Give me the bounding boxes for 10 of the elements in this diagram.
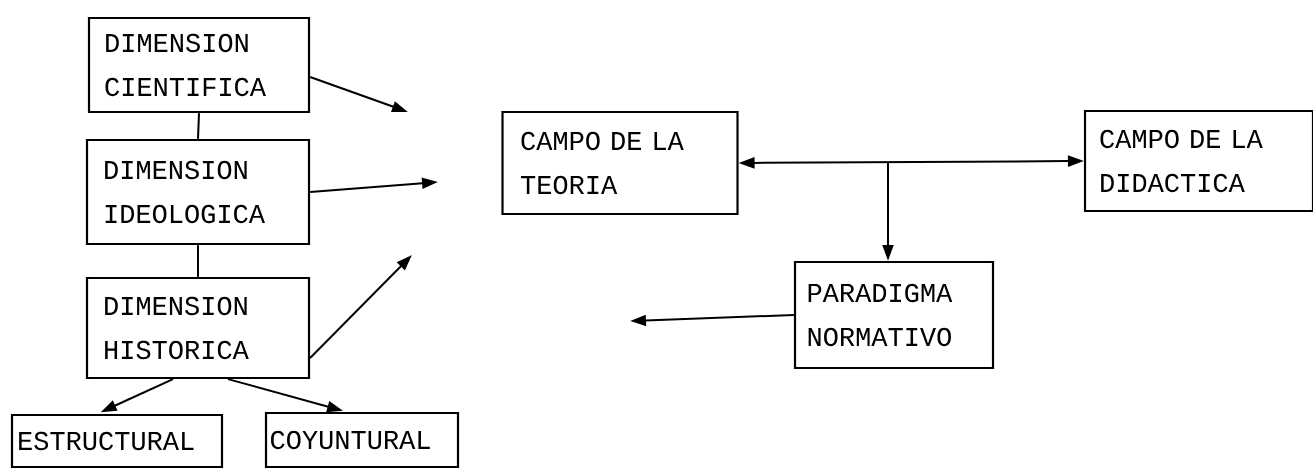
text-box: CAMPO DE LA DIDACTICA (1083, 109, 1313, 213)
connector-line (197, 244, 199, 278)
text-box: PARADIGMA NORMATIVO (793, 260, 995, 370)
text-box: ESTRUCTURAL (10, 413, 224, 469)
text-box: DIMENSION CIENTIFICA (87, 16, 311, 114)
connector-line (197, 112, 200, 140)
text-box: DIMENSION HISTORICA (85, 276, 311, 380)
text-box: DIMENSION IDEOLOGICA (85, 138, 311, 246)
text-box: COYUNTURAL (264, 411, 460, 469)
text-box: CAMPO DE LA TEORIA (501, 110, 739, 216)
